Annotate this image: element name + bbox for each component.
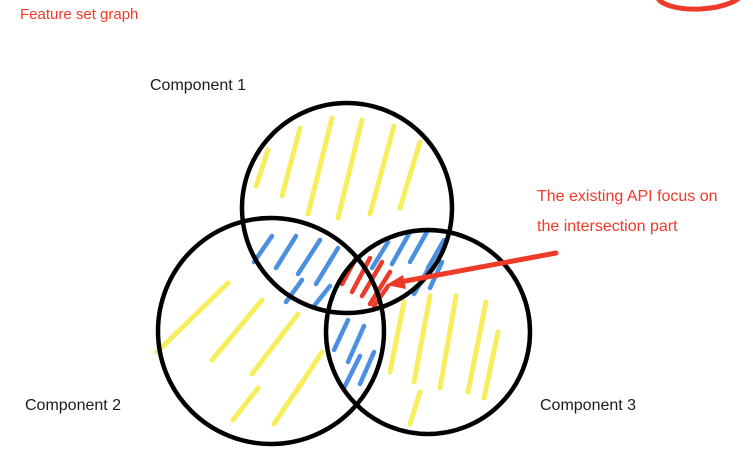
yellow-hatch-component-2 — [154, 280, 325, 427]
annotation-line-1: The existing API focus on — [537, 188, 718, 205]
venn-circle-component-3 — [323, 227, 533, 437]
component-1-label: Component 1 — [150, 77, 247, 94]
venn-circle-component-2 — [155, 215, 387, 447]
annotation-text: The existing API focus on the intersecti… — [537, 182, 718, 242]
annotation-line-2: the intersection part — [537, 218, 678, 235]
component-3-label: Component 3 — [540, 397, 637, 414]
red-scribble-top-right — [654, 0, 746, 12]
blue-hatch-intersection-2-3 — [331, 317, 377, 391]
yellow-hatch-component-3 — [387, 293, 501, 427]
annotation-arrow — [386, 250, 559, 289]
blue-hatch-intersection-1-2 — [251, 233, 341, 309]
venn-circle-component-1 — [239, 100, 455, 316]
component-2-label: Component 2 — [25, 397, 122, 414]
page-title: Feature set graph — [20, 6, 139, 23]
yellow-hatch-component-1 — [253, 115, 423, 221]
